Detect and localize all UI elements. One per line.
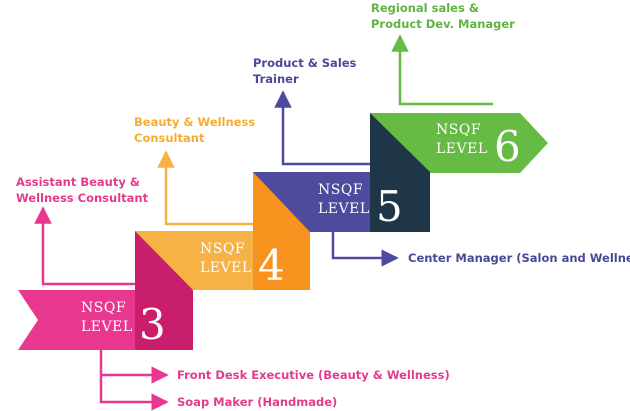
level3-role-below-1: Front Desk Executive (Beauty & Wellness) xyxy=(177,368,450,382)
level6-label: NSQF LEVEL 6 xyxy=(436,122,546,170)
level5-number: 5 xyxy=(376,182,403,231)
level6-level-text: LEVEL xyxy=(436,141,488,157)
level4-level-text: LEVEL xyxy=(200,260,252,276)
level4-label: NSQF LEVEL 4 xyxy=(200,241,310,289)
connector-level5-up xyxy=(274,90,370,166)
level5-level-text: LEVEL xyxy=(318,201,370,217)
connector-level3-down xyxy=(99,350,169,411)
connector-level5-down xyxy=(331,232,399,267)
level6-banner xyxy=(370,113,548,232)
connector-level6-up xyxy=(391,34,493,106)
level4-nsqf-text: NSQF xyxy=(200,241,246,257)
level3-nsqf-text: NSQF xyxy=(81,300,127,316)
connector-level3-up xyxy=(34,206,135,286)
level6-role-above: Regional sales & Product Dev. Manager xyxy=(371,1,515,31)
level4-role-above: Beauty & Wellness Consultant xyxy=(134,115,256,145)
level5-nsqf-text: NSQF xyxy=(318,182,364,198)
level5-label: NSQF LEVEL 5 xyxy=(318,182,428,230)
level3-role-below-2: Soap Maker (Handmade) xyxy=(177,395,338,409)
level5-role-above: Product & Sales Trainer xyxy=(253,56,357,86)
connector-level4-up xyxy=(157,150,253,226)
level6-nsqf-text: NSQF xyxy=(436,122,482,138)
level3-role-above: Assistant Beauty & Wellness Consultant xyxy=(16,175,149,205)
level3-number: 3 xyxy=(139,300,166,349)
level3-level-text: LEVEL xyxy=(81,319,133,335)
level5-role-below-1: Center Manager (Salon and Wellness) xyxy=(408,251,630,265)
level4-number: 4 xyxy=(258,241,285,290)
level3-label: NSQF LEVEL 3 xyxy=(81,300,191,348)
level6-number: 6 xyxy=(494,122,521,171)
